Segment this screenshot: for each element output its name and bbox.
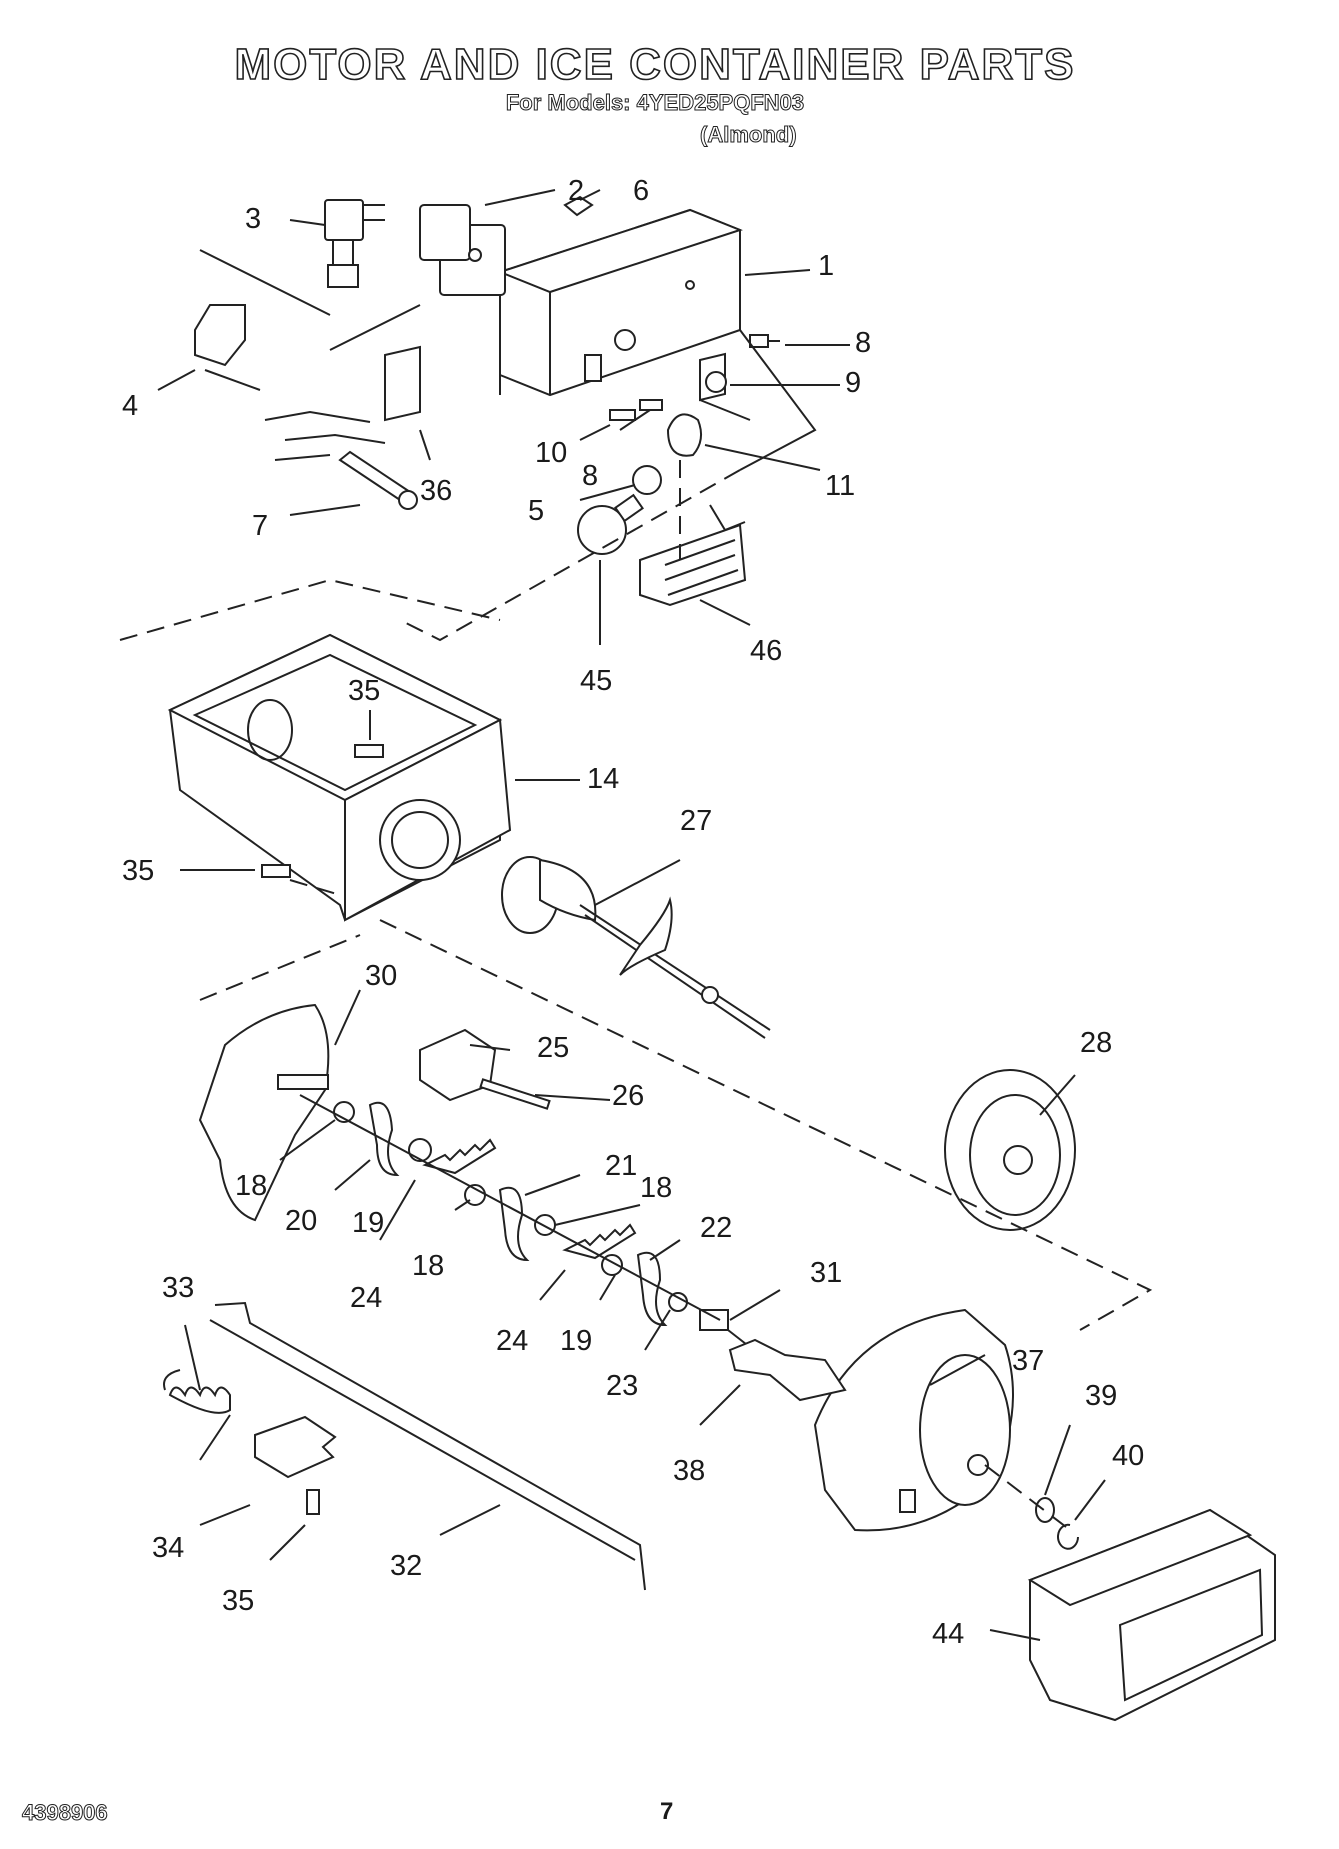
part-light-bulb	[577, 493, 644, 555]
callout-19b: 19	[560, 1325, 592, 1357]
callout-8: 8	[855, 327, 871, 359]
callout-25: 25	[537, 1032, 569, 1064]
part-lamp-socket	[666, 413, 703, 457]
part-slide-bracket	[254, 1415, 337, 1479]
part-clip	[563, 195, 594, 217]
callout-28: 28	[1080, 1027, 1112, 1059]
callout-10: 10	[535, 437, 567, 469]
part-ice-container	[167, 633, 512, 922]
callout-14: 14	[587, 763, 619, 795]
callout-32: 32	[390, 1550, 422, 1582]
callout-20: 20	[285, 1205, 317, 1237]
part-spacer	[534, 1214, 556, 1236]
callout-11: 11	[825, 470, 855, 502]
part-washer	[1035, 1497, 1055, 1523]
callout-2: 2	[568, 175, 584, 207]
callout-8b: 8	[582, 460, 598, 492]
callout-22: 22	[700, 1212, 732, 1244]
part-wire-harness	[264, 410, 418, 510]
part-insulation	[384, 345, 421, 422]
part-pin	[479, 1078, 551, 1110]
finish-label: (Almond)	[700, 122, 798, 148]
callout-4: 4	[122, 390, 138, 422]
callout-26: 26	[612, 1080, 644, 1112]
part-cutter	[419, 1028, 497, 1102]
part-timer	[419, 204, 506, 296]
callout-7: 7	[252, 510, 268, 542]
part-drum	[944, 1069, 1076, 1231]
part-screw	[749, 334, 780, 348]
page-title: MOTOR AND ICE CONTAINER PARTS	[234, 39, 1076, 90]
callout-5: 5	[528, 495, 544, 527]
part-motor	[813, 1308, 1014, 1532]
part-bail-rod	[214, 1301, 646, 1591]
model-number: For Models: 4YED25PQFN03	[505, 90, 805, 116]
callout-labels: 1 2 3 4 5 6 7 8 8 9 10 11 14 18 18 18 19…	[122, 175, 1144, 1650]
part-screw	[306, 1489, 320, 1515]
callout-35b: 35	[122, 855, 154, 887]
callout-30: 30	[365, 960, 397, 992]
callout-45: 45	[580, 665, 612, 697]
part-lamp-cover	[639, 504, 747, 607]
callout-27: 27	[680, 805, 712, 837]
part-motor-bracket	[728, 1338, 847, 1402]
callout-34: 34	[152, 1532, 184, 1564]
part-socket-ring	[632, 465, 662, 495]
callout-9: 9	[845, 367, 861, 399]
callout-24b: 24	[496, 1325, 528, 1357]
callout-40: 40	[1112, 1440, 1144, 1472]
callout-6: 6	[633, 175, 649, 207]
callout-38: 38	[673, 1455, 705, 1487]
part-blade	[498, 1186, 530, 1262]
callout-36: 36	[420, 475, 452, 507]
callout-35a: 35	[348, 675, 380, 707]
callout-31: 31	[810, 1257, 842, 1289]
part-screw	[639, 399, 663, 411]
part-spring	[168, 1386, 231, 1414]
page-number: 7	[660, 1798, 674, 1825]
callout-39: 39	[1085, 1380, 1117, 1412]
document-number: 4398906	[22, 1800, 109, 1826]
part-auger	[501, 856, 771, 1039]
part-bracket	[194, 304, 246, 367]
part-screw	[261, 864, 291, 878]
callout-21: 21	[605, 1150, 637, 1182]
callout-18b: 18	[640, 1172, 672, 1204]
callout-44: 44	[932, 1618, 964, 1650]
part-crusher-housing	[198, 1003, 330, 1222]
part-stationary-blade	[422, 1138, 497, 1175]
part-screw	[354, 744, 384, 758]
part-nut	[699, 1309, 729, 1331]
callout-18c: 18	[412, 1250, 444, 1282]
part-washer	[408, 1138, 432, 1162]
part-retaining-clip	[1057, 1523, 1079, 1550]
leader-lines	[157, 189, 1106, 1641]
part-screw	[609, 409, 636, 421]
part-switch	[705, 371, 727, 393]
callout-3: 3	[245, 203, 261, 235]
callout-37: 37	[1012, 1345, 1044, 1377]
part-stationary-blade	[562, 1223, 637, 1260]
callout-33: 33	[162, 1272, 194, 1304]
callout-46: 46	[750, 635, 782, 667]
part-motor-cover	[1027, 1508, 1276, 1722]
callout-19a: 19	[352, 1207, 384, 1239]
part-solenoid	[324, 199, 385, 288]
callout-18a: 18	[235, 1170, 267, 1202]
callout-35c: 35	[222, 1585, 254, 1617]
callout-23: 23	[606, 1370, 638, 1402]
part-shaft	[277, 1074, 329, 1090]
callout-1: 1	[818, 250, 834, 282]
callout-24a: 24	[350, 1282, 382, 1314]
